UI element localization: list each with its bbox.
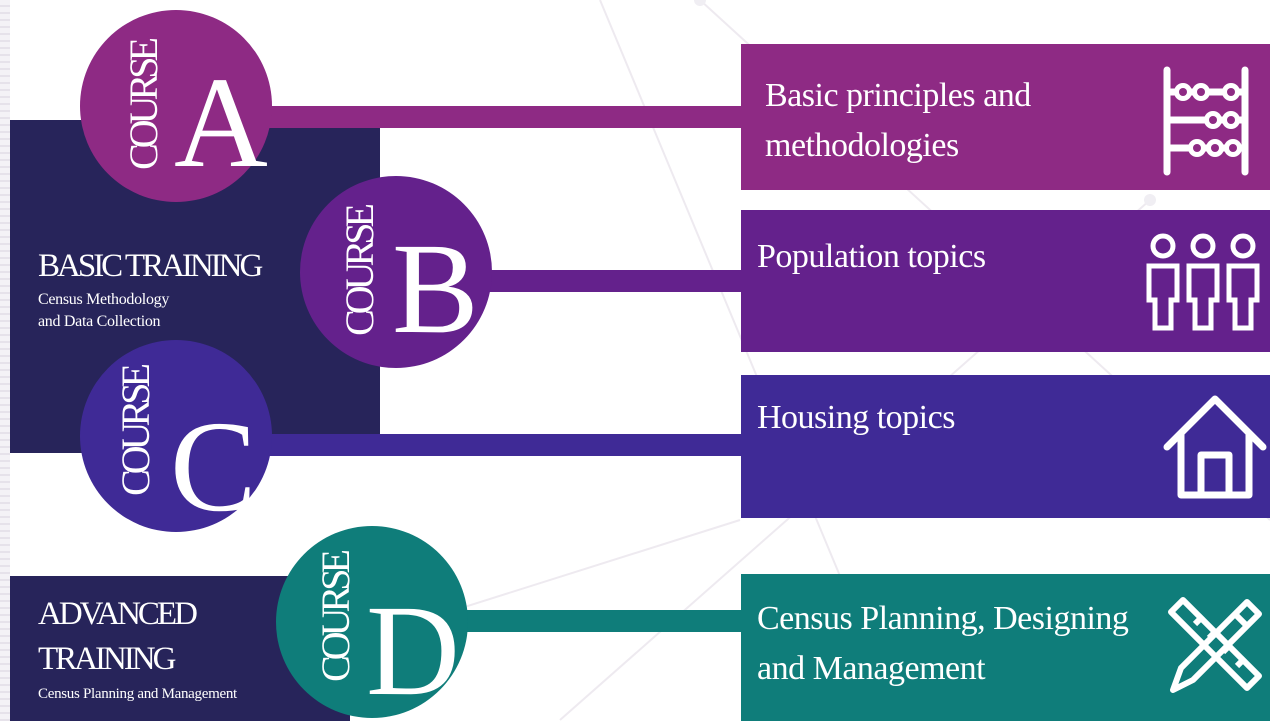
- course-c-letter: C: [170, 395, 257, 539]
- advanced-training-title-2: TRAINING: [38, 641, 176, 677]
- basic-training-subtitle-1: Census Methodology: [38, 291, 170, 308]
- course-c-circle: COURSE C: [80, 340, 272, 532]
- course-d-topic-line1: Census Planning, Designing: [757, 600, 1129, 637]
- course-c-topic: Housing topics: [757, 399, 955, 436]
- course-d-connector: [430, 610, 750, 632]
- course-d-word: COURSE: [313, 554, 358, 682]
- pencil-ruler-icon: [1168, 597, 1262, 693]
- course-d-circle: COURSE D: [276, 526, 468, 718]
- course-b-letter: B: [392, 217, 479, 361]
- basic-training-title: BASIC TRAINING: [38, 248, 263, 284]
- course-d-panel: Census Planning, Designing and Managemen…: [741, 574, 1270, 721]
- course-d-topic-line2: and Management: [757, 650, 986, 687]
- house-icon: [1163, 395, 1267, 499]
- course-a-circle: COURSE A: [80, 10, 272, 202]
- course-a-letter: A: [174, 51, 268, 195]
- left-edge-stripe: [0, 0, 10, 721]
- course-b-word: COURSE: [337, 208, 382, 336]
- course-b-panel: Population topics: [741, 210, 1270, 352]
- course-b-circle: COURSE B: [300, 176, 492, 368]
- basic-training-subtitle-2: and Data Collection: [38, 313, 161, 330]
- course-b-connector: [440, 270, 750, 292]
- course-a-topic-line2: methodologies: [765, 127, 959, 164]
- course-b-topic: Population topics: [757, 238, 986, 275]
- advanced-training-title-1: ADVANCED: [38, 596, 198, 632]
- abacus-icon: [1163, 66, 1249, 176]
- course-a-topic-line1: Basic principles and: [765, 77, 1031, 114]
- people-icon: [1146, 233, 1260, 331]
- course-a-connector: [230, 106, 750, 128]
- course-c-panel: Housing topics: [741, 375, 1270, 518]
- course-a-panel: Basic principles and methodologies: [741, 44, 1270, 190]
- course-c-word: COURSE: [113, 368, 158, 496]
- course-a-word: COURSE: [121, 42, 166, 170]
- advanced-training-subtitle: Census Planning and Management: [38, 686, 237, 702]
- course-c-connector: [230, 434, 750, 456]
- course-d-letter: D: [366, 579, 460, 723]
